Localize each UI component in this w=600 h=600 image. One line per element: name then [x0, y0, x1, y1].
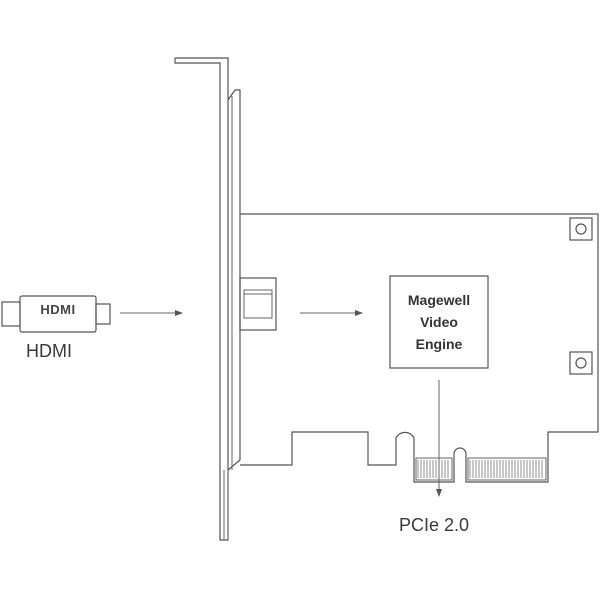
hdmi-port [239, 277, 277, 331]
card-outline [240, 213, 599, 483]
pcie-label: PCIe 2.0 [399, 515, 470, 535]
mounting-hole-top [569, 217, 593, 241]
hdmi-plug-logo: HDMI [40, 302, 76, 317]
pcie-gold-fingers [417, 460, 543, 478]
mounting-hole-bottom [569, 351, 593, 375]
video-engine-box [389, 275, 489, 369]
video-engine-label: Magewell Video Engine [390, 276, 488, 368]
mounting-bracket [174, 57, 241, 541]
engine-line-2: Video [420, 314, 458, 330]
engine-line-1: Magewell [407, 292, 471, 308]
hdmi-cable-plug [1, 295, 111, 333]
hdmi-label: HDMI [26, 341, 72, 361]
engine-line-3: Engine [415, 336, 463, 352]
